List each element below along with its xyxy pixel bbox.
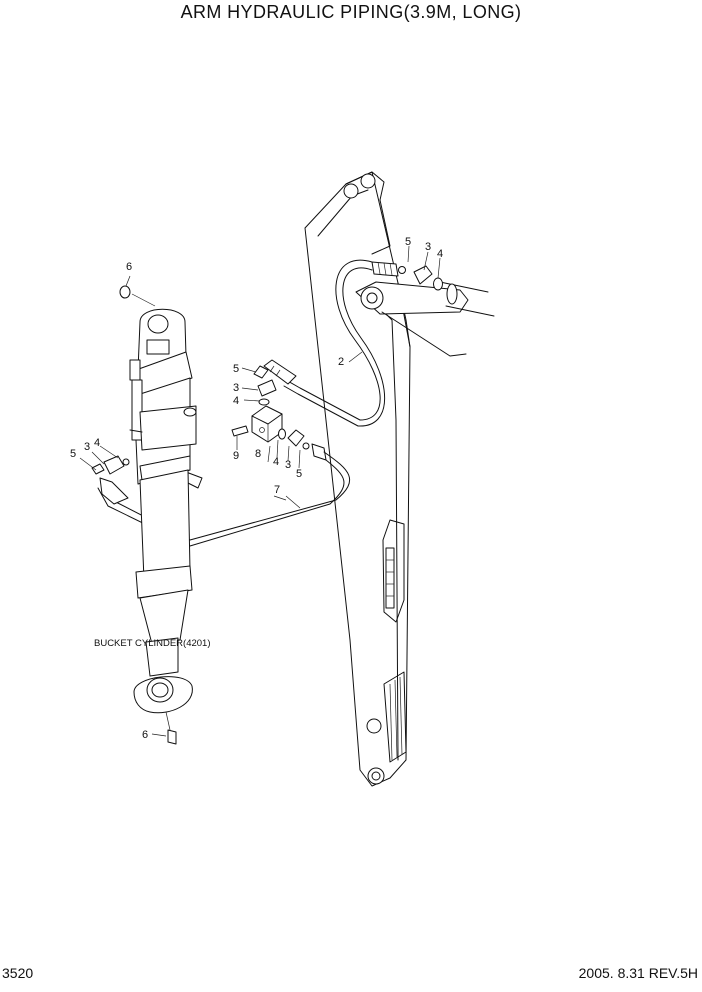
hose-2 — [283, 259, 386, 427]
bucket-cylinder — [119, 285, 203, 745]
leader-lines — [125, 275, 287, 737]
hose-7 — [97, 451, 350, 547]
callout-block-8: 8 — [255, 448, 261, 460]
callout-left-5: 5 — [70, 448, 76, 460]
callout-block-4b: 4 — [273, 456, 279, 468]
callout-hose-7: 7 — [274, 484, 280, 496]
bucket-cylinder-caption: BUCKET CYLINDER(4201) — [94, 638, 211, 649]
callout-top-6: 6 — [126, 261, 132, 273]
callout-bot-6: 6 — [142, 729, 148, 741]
callout-arm-5: 5 — [405, 236, 411, 248]
callout-mid-3: 3 — [233, 382, 239, 394]
callout-block-9: 9 — [233, 450, 239, 462]
arm-fitting-group — [371, 245, 443, 291]
revision-stamp: 2005. 8.31 REV.5H — [578, 965, 698, 981]
page-number: 3520 — [2, 965, 34, 981]
callout-left-3: 3 — [84, 441, 90, 453]
callout-arm-4: 4 — [437, 248, 443, 260]
callout-block-3b: 3 — [285, 459, 291, 471]
page-title: ARM HYDRAULIC PIPING(3.9M, LONG) — [180, 2, 522, 22]
callout-mid-5: 5 — [233, 363, 239, 375]
left-fitting-group — [79, 445, 130, 475]
callout-arm-3: 3 — [425, 241, 431, 253]
callout-block-5b: 5 — [296, 468, 302, 480]
callout-mid-4: 4 — [233, 395, 239, 407]
callout-hose-2: 2 — [338, 356, 344, 368]
callout-left-4: 4 — [94, 437, 100, 449]
middle-fitting-group — [231, 359, 327, 469]
arm-assembly — [304, 171, 495, 787]
